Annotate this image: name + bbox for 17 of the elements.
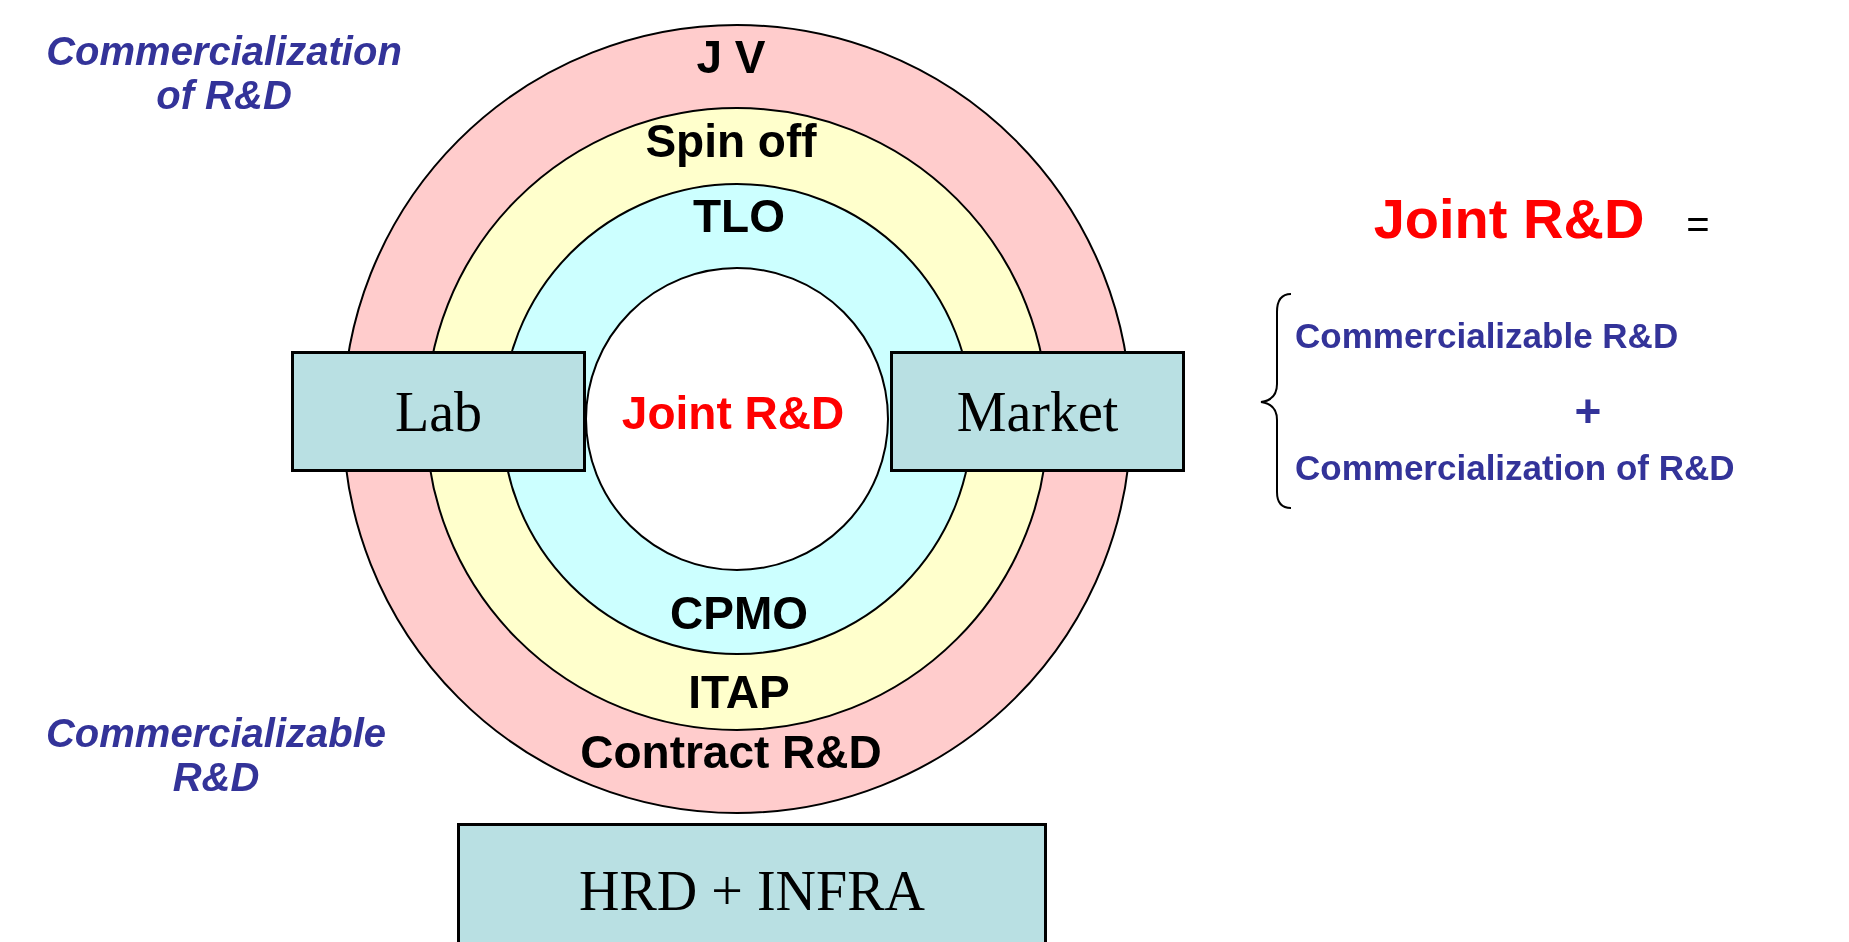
ring-label: TLO — [693, 189, 785, 243]
ring-label: Spin off — [645, 114, 817, 168]
equation-term: Commercialization of R&D — [1295, 448, 1735, 488]
equation-term: Joint R&D — [1373, 185, 1645, 251]
ring-label: CPMO — [670, 586, 808, 640]
side-note: Commercializable R&D — [44, 711, 388, 799]
ring-label: Contract R&D — [580, 725, 882, 779]
equals-sign: = — [1686, 201, 1710, 247]
equation-term: Commercializable R&D — [1295, 316, 1679, 356]
market-box: Market — [890, 351, 1185, 472]
ring-label: J V — [696, 30, 766, 84]
ring-label: Joint R&D — [621, 386, 845, 440]
lab-box: Lab — [291, 351, 586, 472]
ring-label: ITAP — [688, 665, 790, 719]
side-note: Commercialization of R&D — [45, 29, 403, 117]
plus-sign: + — [1574, 384, 1602, 438]
base-box: HRD + INFRA — [457, 823, 1047, 942]
